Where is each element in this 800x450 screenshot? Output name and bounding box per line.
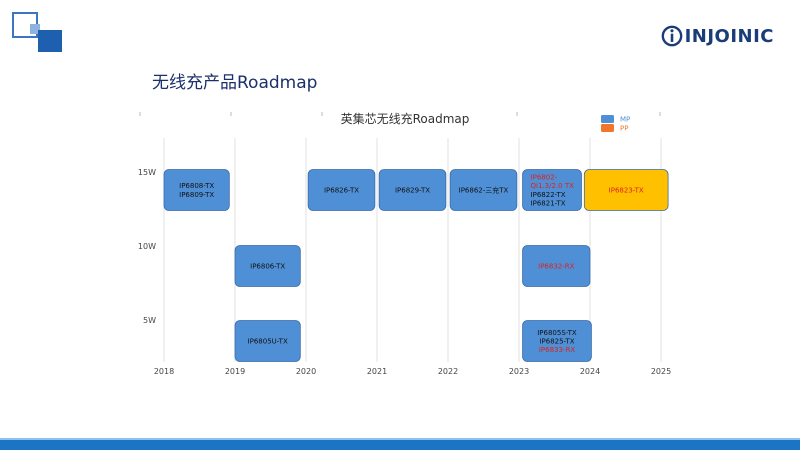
footer-bar <box>0 440 800 450</box>
roadmap-bar-rect <box>522 245 591 287</box>
corner-decoration-light-square <box>30 24 40 34</box>
legend-label-pp: PP <box>620 125 628 133</box>
roadmap-bar-label: IP6832-RX <box>538 263 574 271</box>
roadmap-bar: IP6806-TX <box>234 245 301 287</box>
legend-swatch-mp <box>601 115 614 123</box>
roadmap-bar-rect <box>234 245 301 287</box>
roadmap-bar-rect <box>378 169 447 211</box>
legend-swatch-pp <box>601 124 614 132</box>
roadmap-bar-label: IP6825-TX <box>539 338 574 346</box>
roadmap-bar-rect <box>522 169 582 211</box>
roadmap-bar-rect <box>583 169 669 211</box>
x-tick-label-2022: 2022 <box>438 367 458 376</box>
brand-logo: INJOINIC <box>661 24 774 48</box>
axis-layer: 2018 2019 2020 2021 2022 2023 2024 2025 15W 10W 5W <box>138 168 671 376</box>
roadmap-bar-label: IP6823-TX <box>609 187 644 195</box>
roadmap-bar: IP6832-RX <box>522 245 591 287</box>
roadmap-bar-label: Qi1.3/2.0 TX <box>531 182 575 190</box>
x-tick-label-2023: 2023 <box>509 367 529 376</box>
page-title: 无线充产品Roadmap <box>152 73 318 93</box>
y-tick-label-15W: 15W <box>138 168 156 177</box>
roadmap-bar-label: IP6805U-TX <box>248 338 288 346</box>
x-tick-label-2025: 2025 <box>651 367 671 376</box>
x-tick-label-2019: 2019 <box>225 367 245 376</box>
roadmap-bar: IP6805U-TX <box>234 320 301 362</box>
chart-title: 英集芯无线充Roadmap <box>341 111 470 126</box>
roadmap-bar-label: IP6862-三充TX <box>459 186 509 195</box>
x-tick-label-2021: 2021 <box>367 367 387 376</box>
roadmap-bar: IP6829-TX <box>378 169 447 211</box>
roadmap-bar: IP6826-TX <box>307 169 376 211</box>
roadmap-bar-rect <box>522 320 592 362</box>
legend-label-mp: MP <box>620 116 630 124</box>
roadmap-bar-label: IP6833-RX <box>539 346 575 354</box>
roadmap-bar-label: IP6822-TX <box>531 191 566 199</box>
roadmap-bar: IP6823-TX <box>583 169 669 211</box>
roadmap-bar-label: IP6808-TX <box>179 182 214 190</box>
chart-top-mini-ticks <box>139 112 661 116</box>
x-tick-label-2018: 2018 <box>154 367 174 376</box>
y-tick-label-5W: 5W <box>143 316 156 325</box>
brand-name: INJOINIC <box>684 25 774 47</box>
roadmap-bar-label: IP6821-TX <box>531 199 566 207</box>
roadmap-bar-rect <box>234 320 301 362</box>
footer-accent-line <box>0 438 800 440</box>
circle-i-logo-icon <box>661 25 682 47</box>
roadmap-bar-label: IP6809-TX <box>179 191 214 199</box>
roadmap-bar-label: IP6802- <box>531 174 558 182</box>
x-tick-label-2024: 2024 <box>580 367 600 376</box>
roadmap-bar-label: IP6805S-TX <box>537 329 577 337</box>
roadmap-bar-rect <box>307 169 376 211</box>
y-tick-label-10W: 10W <box>138 242 156 251</box>
corner-decoration-filled-square <box>38 30 62 52</box>
roadmap-bar-label: IP6829-TX <box>395 187 430 195</box>
roadmap-bar-label: IP6806-TX <box>250 263 285 271</box>
roadmap-bar: IP6862-三充TX <box>449 169 518 211</box>
roadmap-bar-label: IP6826-TX <box>324 187 359 195</box>
roadmap-bar-rect <box>163 169 230 211</box>
x-tick-label-2020: 2020 <box>296 367 316 376</box>
roadmap-bar-rect <box>449 169 518 211</box>
